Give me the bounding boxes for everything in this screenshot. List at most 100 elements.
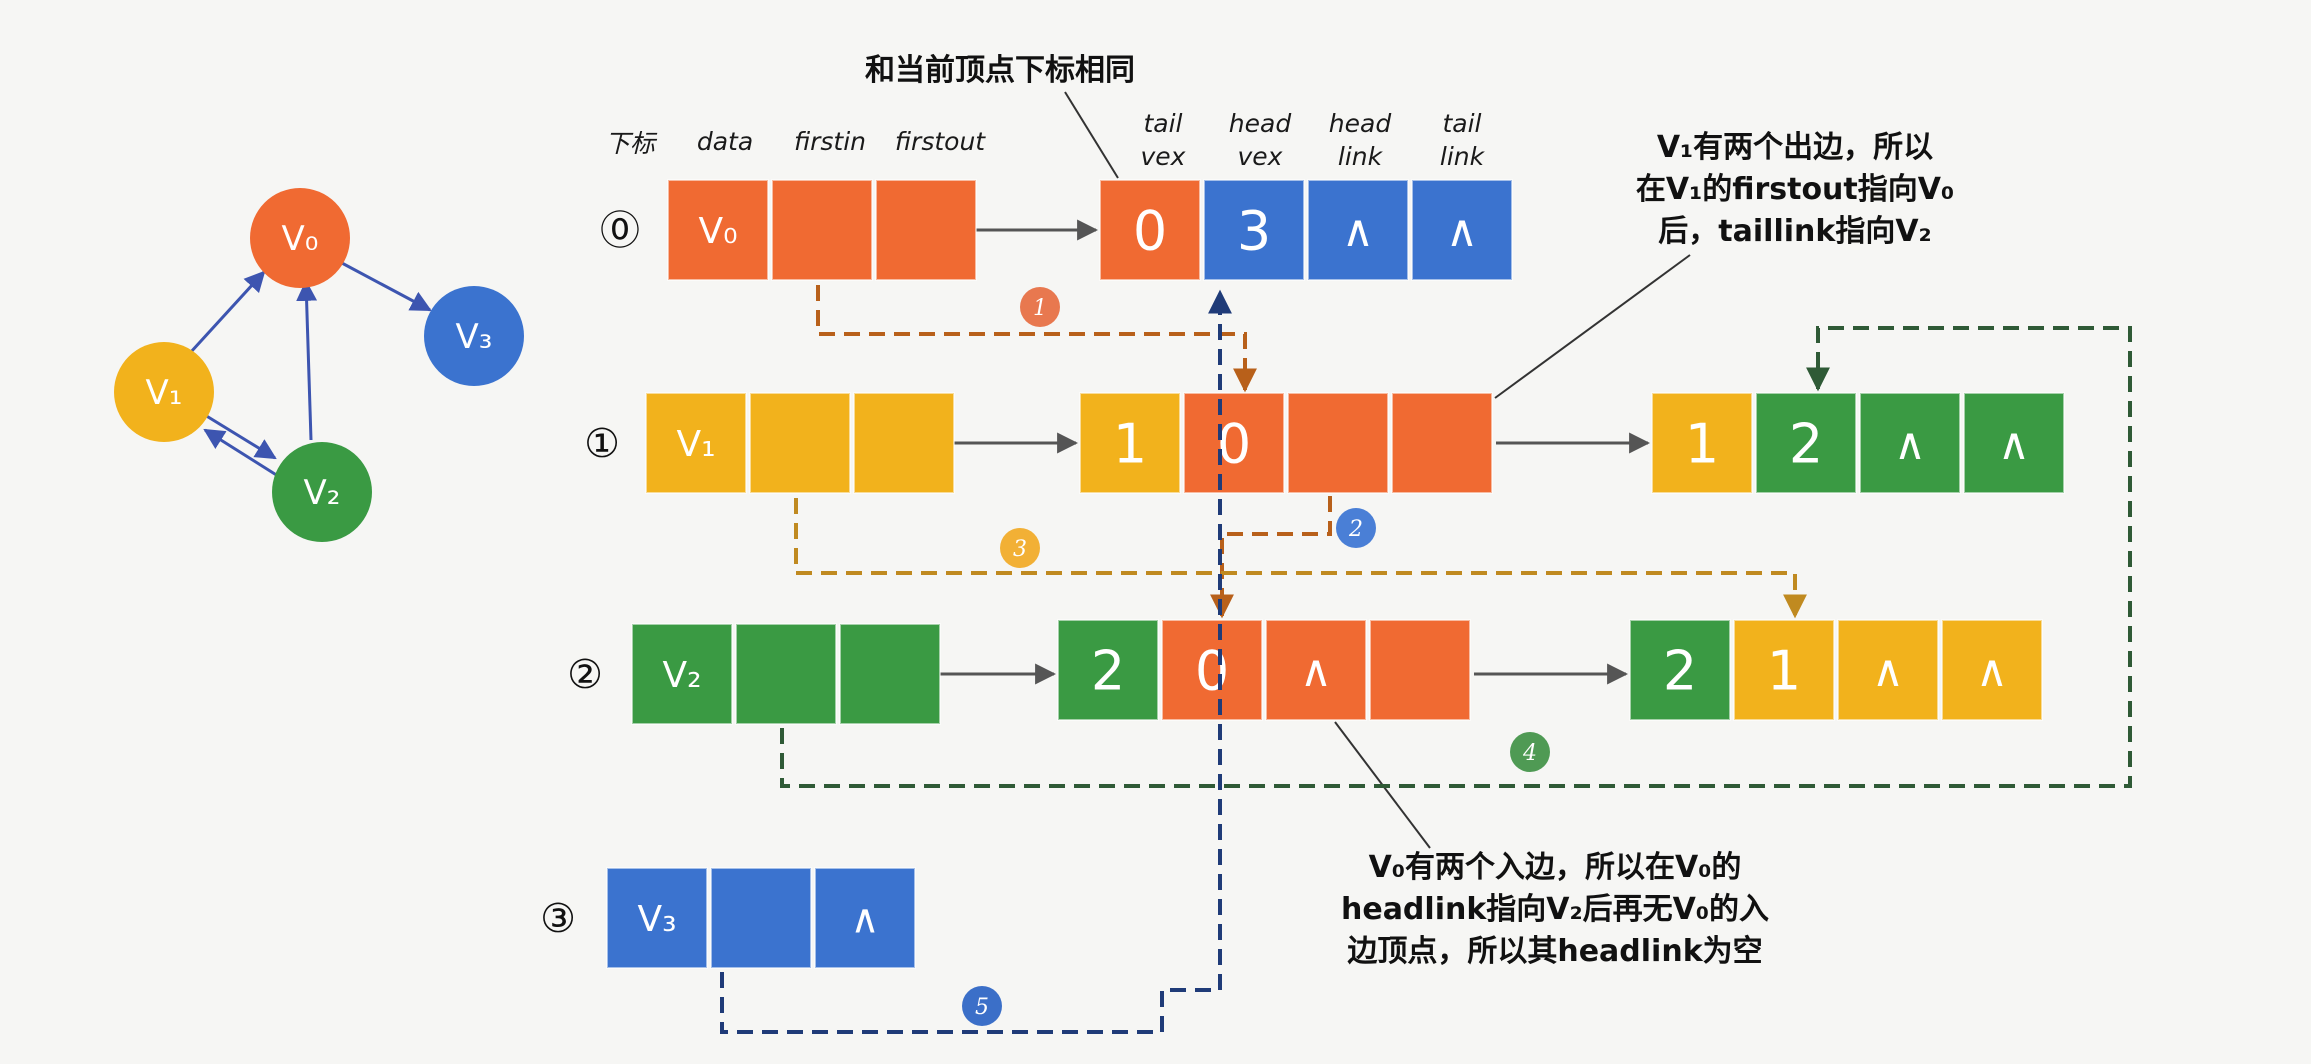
list-cell: [839, 623, 941, 725]
graph-node-v1: V₁: [114, 342, 214, 442]
step-badge-2: 2: [1336, 508, 1376, 548]
list-cell: 1: [1733, 619, 1835, 721]
graph-node-v3: V₃: [424, 286, 524, 386]
dashed-link-paths: [720, 285, 2132, 1034]
dashed-path-1: [816, 285, 1257, 393]
cell-value: 1: [1767, 639, 1801, 702]
annotation-text: headlink指向V₂后再无V₀的入: [1341, 892, 1769, 927]
annotation-text: V₁有两个出边，所以: [1657, 130, 1933, 165]
list-cell: V₂: [631, 623, 733, 725]
graph-node-v0: V₀: [250, 188, 350, 288]
cell-value: 3: [1237, 199, 1271, 262]
graph-node-v2: V₂: [272, 442, 372, 542]
header-data: data: [697, 127, 753, 156]
annotation-bottom: V₀有两个入边，所以在V₀的 headlink指向V₂后再无V₀的入 边顶点，所…: [1334, 721, 1769, 969]
graph-node-label: V₃: [456, 317, 493, 357]
list-cell: 0: [1183, 392, 1285, 494]
graph-node-label: V₀: [282, 219, 319, 259]
badge-number: 5: [975, 995, 989, 1020]
graph-edge-v1-v2: [199, 410, 277, 460]
annotation-text: V₀有两个入边，所以在V₀的: [1369, 850, 1742, 885]
header-firstin: firstin: [794, 127, 866, 156]
list-cell: [875, 179, 977, 281]
list-cell: ∧: [814, 867, 916, 969]
header-taillink: link: [1440, 142, 1486, 171]
annotation-top: 和当前顶点下标相同: [865, 53, 1135, 179]
list-cell: [771, 179, 873, 281]
cell-value: V₁: [676, 424, 715, 465]
step-badges: 1 2 3 4 5: [962, 287, 1550, 1026]
step-badge-1: 1: [1020, 287, 1060, 327]
vertex-row-1: ① V₁: [584, 392, 955, 494]
list-cell: [710, 867, 812, 969]
step-badge-5: 5: [962, 986, 1002, 1026]
cell-value: 1: [1685, 412, 1719, 475]
cell-value: ∧: [1976, 646, 2008, 697]
list-cell: 1: [1651, 392, 1753, 494]
dashed-path-5: [720, 289, 1232, 1034]
cell-value: V₂: [662, 655, 701, 696]
list-cell: V₁: [645, 392, 747, 494]
dashed-path-3: [794, 498, 1807, 619]
header-tailvex: tail: [1143, 109, 1182, 138]
cell-value: ∧: [1872, 646, 1904, 697]
vertex-index: ①: [584, 421, 620, 467]
header-headlink: head: [1329, 109, 1392, 138]
list-cell: ∧: [1859, 392, 1961, 494]
list-cell: [853, 392, 955, 494]
list-cell: [749, 392, 851, 494]
graph-edge-v2-v0: [296, 279, 318, 441]
annotation-text: 后，taillink指向V₂: [1658, 214, 1931, 249]
list-cell: 0: [1099, 179, 1201, 281]
list-cell: 0: [1161, 619, 1263, 721]
cell-value: ∧: [1894, 419, 1926, 470]
graph-node-label: V₁: [146, 373, 183, 413]
edge-node-e21: 2 1 ∧ ∧: [1629, 619, 2043, 721]
graph-node-label: V₂: [304, 473, 341, 513]
cell-value: 1: [1113, 412, 1147, 475]
list-cell: ∧: [1837, 619, 1939, 721]
list-cell: [735, 623, 837, 725]
list-cell: 2: [1755, 392, 1857, 494]
vertex-index: ②: [567, 652, 603, 698]
graph-edge-v1-v0: [188, 270, 266, 355]
header-firstout: firstout: [895, 127, 986, 156]
list-cell: 3: [1203, 179, 1305, 281]
cell-value: ∧: [1998, 419, 2030, 470]
list-cell: 2: [1057, 619, 1159, 721]
dashed-path-2: [1210, 496, 1332, 619]
badge-number: 3: [1013, 537, 1027, 562]
annotation-text: 和当前顶点下标相同: [865, 53, 1135, 88]
list-cell: [1391, 392, 1493, 494]
vertex-row-0: ⓪ V₀: [600, 179, 977, 281]
list-cell: V₀: [667, 179, 769, 281]
cell-value: V₃: [637, 899, 676, 940]
header-headvex: vex: [1238, 142, 1283, 171]
annotation-text: 边顶点，所以其headlink为空: [1347, 934, 1762, 969]
vertex-index: ⓪: [600, 208, 640, 254]
cell-value: ∧: [1300, 646, 1332, 697]
cell-value: ∧: [1342, 206, 1374, 257]
annotation-right: V₁有两个出边，所以 在V₁的firstout指向V₀ 后，taillink指向…: [1494, 130, 1954, 399]
list-cell: ∧: [1307, 179, 1409, 281]
list-cell: [1287, 392, 1389, 494]
list-cell: 1: [1079, 392, 1181, 494]
cell-value: V₀: [698, 211, 737, 252]
step-badge-4: 4: [1510, 732, 1550, 772]
list-cell: ∧: [1963, 392, 2065, 494]
badge-number: 2: [1348, 517, 1363, 542]
dashed-path-4: [780, 326, 2132, 788]
graph-edge-v2-v1: [203, 428, 279, 478]
cell-value: 2: [1663, 639, 1697, 702]
badge-number: 4: [1522, 741, 1537, 766]
header-headvex: head: [1229, 109, 1292, 138]
step-badge-3: 3: [1000, 528, 1040, 568]
